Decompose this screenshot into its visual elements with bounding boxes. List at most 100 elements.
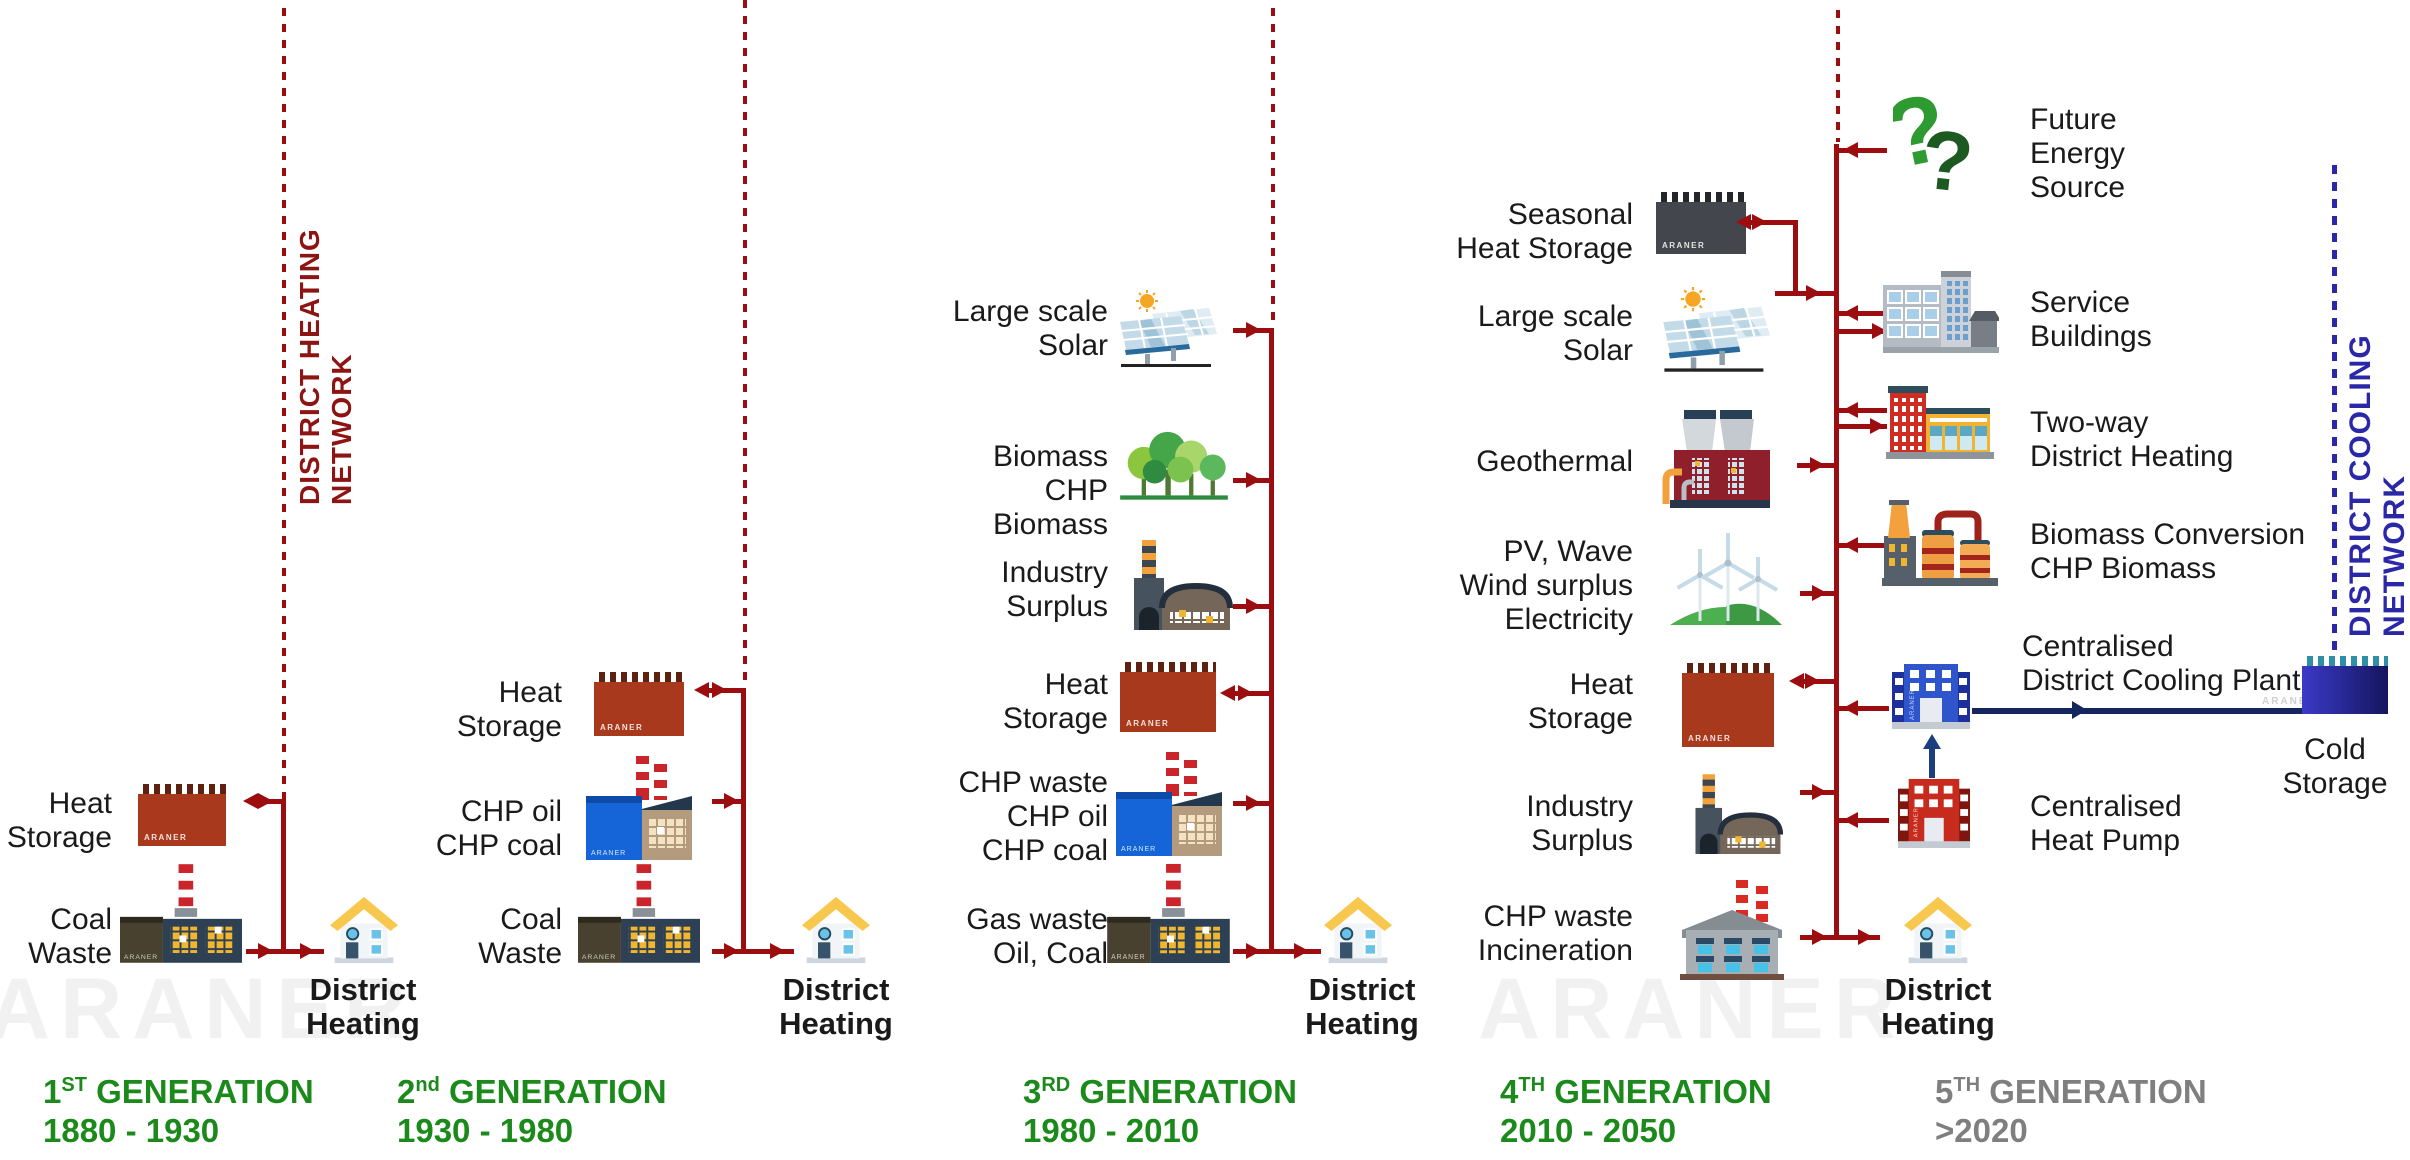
arrowhead <box>1220 685 1235 701</box>
gen1-title: 1ST GENERATION 1880 - 1930 <box>43 1073 314 1149</box>
arrowhead <box>1812 585 1827 601</box>
svg-text:ARANER: ARANER <box>582 954 616 961</box>
gen5-future-flow-line <box>1839 148 1887 153</box>
gen5-service-flow-line-out <box>1839 329 1889 334</box>
gen5-future-energy-source-icon: ? ? <box>1893 80 1971 198</box>
arrowhead <box>2072 701 2087 719</box>
gen4-heat-storage-label: Heat Storage <box>1527 668 1633 735</box>
gen4-geothermal-label: Geothermal <box>1476 445 1633 478</box>
gen2-district-heating-label: District Heating <box>779 972 893 1041</box>
arrowhead <box>1806 285 1821 301</box>
gen1-network-line <box>281 800 286 954</box>
gen5-heat-pump-flow-line <box>1839 818 1889 823</box>
gen3-heat-storage-label: Heat Storage <box>1002 668 1108 735</box>
gen3-title: 3RD GENERATION 1980 - 2010 <box>1023 1073 1297 1149</box>
gen5-district-cooling-plant-icon: ARANER <box>1892 662 1970 730</box>
gen3-biomass-trees-icon <box>1118 422 1230 502</box>
gen5-biomass-conversion-label: Biomass Conversion CHP Biomass <box>2030 518 2306 585</box>
gen4-title: 4TH GENERATION 2010 - 2050 <box>1500 1073 1772 1149</box>
gen5-biomass-conversion-icon <box>1882 500 1998 586</box>
gen4-pv-wave-wind-label: PV, Wave Wind surplus Electricity <box>1459 535 1633 636</box>
arrowhead <box>300 943 315 959</box>
gen5-biomass-conversion-flow-line <box>1839 543 1889 548</box>
gen1-district-heating-house-icon <box>328 895 400 965</box>
svg-text:ARANER: ARANER <box>1910 689 1916 720</box>
arrowhead <box>258 793 273 809</box>
gen3-industry-surplus-label: Industry Surplus <box>1001 556 1108 623</box>
gen5-cold-storage-label: Cold Storage <box>2282 733 2388 800</box>
arrowhead <box>1810 457 1825 473</box>
gen1-coal-waste-factory-icon: ARANER <box>120 862 242 964</box>
gen4-large-scale-solar-icon <box>1656 287 1774 375</box>
gen3-industry-surplus-icon <box>1112 540 1234 632</box>
gen4-district-heating-house-icon <box>1902 895 1974 965</box>
gen4-solar-flow-line <box>1775 291 1835 296</box>
gen5-service-flow-line-in <box>1839 311 1889 316</box>
gen4-seasonal-heat-storage-tank-icon: ARANER <box>1656 192 1746 254</box>
arrowhead <box>1246 943 1261 959</box>
gen3-district-heating-house-icon <box>1322 895 1394 965</box>
gen3-supply-flow-line <box>1233 949 1321 954</box>
gen4-chp-waste-incineration-label: CHP waste Incineration <box>1477 900 1633 967</box>
arrowhead <box>694 682 709 698</box>
watermark-araner-right: ARANER <box>1478 961 1906 1057</box>
arrowhead <box>1246 795 1261 811</box>
gen5-two-way-district-heating-icon <box>1885 386 1995 460</box>
gen3-heat-storage-tank-icon: ARANER <box>1120 662 1216 732</box>
gen2-title: 2nd GENERATION 1930 - 1980 <box>397 1073 667 1149</box>
gen4-seasonal-flow-line <box>1742 220 1798 225</box>
gen3-network-line <box>1269 328 1274 954</box>
gen3-gas-waste-label: Gas waste Oil, Coal <box>966 903 1108 970</box>
svg-text:?: ? <box>1917 111 1971 198</box>
gen4-network-line <box>1834 144 1839 940</box>
arrowhead <box>1858 929 1873 945</box>
arrowhead <box>1736 214 1751 230</box>
gen5-twoway-flow-line-in <box>1839 408 1887 413</box>
gen5-centralised-heat-pump-icon: ARANER <box>1898 776 1970 850</box>
gen4-industry-surplus-label: Industry Surplus <box>1526 790 1633 857</box>
gen5-twoway-flow-line-out <box>1839 424 1887 429</box>
gen4-wind-turbines-icon <box>1670 530 1782 628</box>
arrowhead <box>1843 812 1858 828</box>
gen5-service-buildings-icon <box>1883 270 1999 354</box>
gen2-heat-storage-label: Heat Storage <box>456 676 562 743</box>
arrowhead <box>1843 700 1858 716</box>
gen4-seasonal-storage-label: Seasonal Heat Storage <box>1456 198 1633 265</box>
gen3-biomass-label: Biomass CHP Biomass <box>992 440 1108 541</box>
gen5-two-way-district-heating-label: Two-way District Heating <box>2030 406 2234 473</box>
cooling-pipe-line <box>1972 708 2304 714</box>
gen1-heat-storage-tank-icon: ARANER <box>138 784 226 846</box>
gen5-district-cooling-plant-label: Centralised District Cooling Plant <box>2022 630 2301 697</box>
district-cooling-network-dotted-line <box>2332 165 2337 650</box>
district-heating-network-label: DISTRICT HEATING NETWORK <box>294 228 357 505</box>
arrowhead <box>258 943 273 959</box>
gen5-centralised-heat-pump-label: Centralised Heat Pump <box>2030 790 2182 857</box>
gen4-heat-storage-tank-icon: ARANER <box>1682 663 1774 747</box>
gen5-cooling-plant-flow-line <box>1839 706 1889 711</box>
svg-text:ARANER: ARANER <box>1111 954 1145 961</box>
gen2-coal-waste-label: Coal Waste <box>478 903 562 970</box>
gen4-industry-surplus-icon <box>1676 768 1784 862</box>
gen4-geothermal-icon <box>1662 406 1774 510</box>
gen4-supply-flow-line <box>1800 935 1880 940</box>
gen3-solar-label: Large scale Solar <box>952 295 1108 362</box>
gen3-heating-network-dotted-line <box>1271 8 1275 328</box>
gen1-heat-storage-label: Heat Storage <box>6 787 112 854</box>
gen5-title: 5TH GENERATION >2020 <box>1935 1073 2207 1149</box>
gen3-large-scale-solar-icon <box>1116 290 1218 370</box>
gen2-district-heating-house-icon <box>800 895 872 965</box>
gen2-heating-network-dotted-line <box>743 0 747 688</box>
arrowhead <box>712 682 727 698</box>
arrowhead <box>724 793 739 809</box>
arrowhead <box>1238 685 1253 701</box>
gen4-heating-network-dotted-line <box>1836 10 1840 142</box>
arrowhead <box>1870 418 1885 434</box>
gen2-heat-storage-tank-icon: ARANER <box>594 672 684 736</box>
gen5-cold-storage-tank-icon <box>2302 656 2388 714</box>
gen3-gas-waste-factory-icon: ARANER <box>1106 862 1231 964</box>
arrowhead <box>770 943 785 959</box>
tank-brand: ARANER <box>144 833 188 842</box>
gen2-chp-plant-icon: ARANER <box>586 756 692 860</box>
gen3-district-heating-label: District Heating <box>1305 972 1419 1041</box>
